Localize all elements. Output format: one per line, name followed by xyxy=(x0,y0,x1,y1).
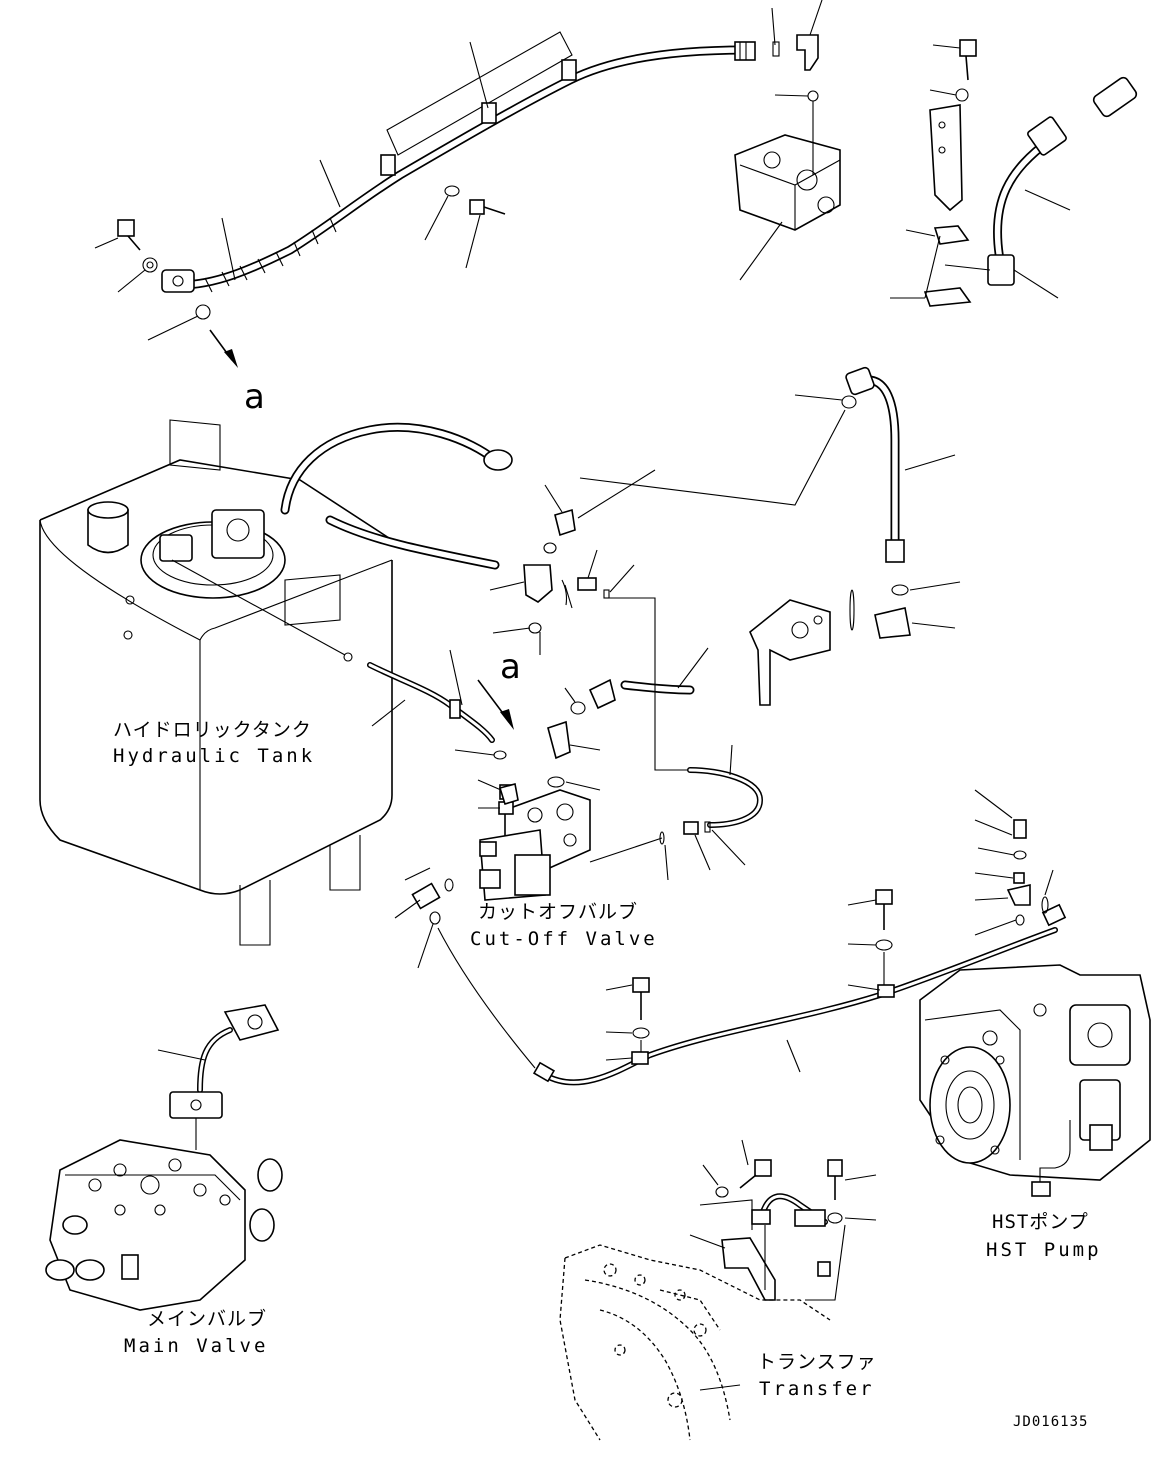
marker-a-top: a xyxy=(244,377,265,417)
port-plug-icon xyxy=(479,841,497,857)
clamp-icon xyxy=(933,225,970,245)
bracket-hose-top-right xyxy=(890,39,1138,307)
washer-icon xyxy=(444,185,460,197)
hose-end-fitting-icon xyxy=(734,41,756,61)
connector-icon xyxy=(1031,1181,1051,1197)
bolt-head-icon xyxy=(754,1159,772,1177)
o-ring-icon xyxy=(528,622,542,634)
elbow-fitting-icon xyxy=(523,564,553,603)
marker-a-middle: a xyxy=(500,647,521,687)
hydraulic-tank-label-en: Hydraulic Tank xyxy=(113,745,315,767)
o-ring-icon xyxy=(547,776,565,788)
o-ring-icon xyxy=(429,911,441,925)
o-ring-icon xyxy=(891,584,909,596)
sensor-icon xyxy=(1092,76,1138,118)
main-valve-label-en: Main Valve xyxy=(124,1335,268,1357)
hydraulic-tank-label-jp: ハイドロリックタンク xyxy=(113,719,312,741)
transfer-label-jp: トランスファ xyxy=(757,1351,877,1373)
adapter-fitting-icon xyxy=(1013,819,1027,839)
o-ring-icon xyxy=(1015,914,1025,926)
valve-block-top xyxy=(734,90,841,281)
o-ring-icon xyxy=(807,90,819,102)
elbow-fitting-icon xyxy=(1006,883,1031,906)
transfer: トランスファ Transfer xyxy=(559,1139,877,1441)
bolt-head-icon xyxy=(827,1159,843,1177)
hose-end-fitting-icon xyxy=(845,366,875,396)
bracket-icon xyxy=(721,1237,776,1301)
port-plug-icon xyxy=(121,1254,139,1280)
clamp-icon xyxy=(561,59,577,81)
adapter-fitting-icon xyxy=(683,821,699,835)
clamp-icon xyxy=(923,287,972,307)
cutoff-valve-assembly: a xyxy=(367,469,764,969)
cutoff-valve-label-en: Cut-Off Valve xyxy=(470,928,658,950)
main-valve: メインバルブ Main Valve xyxy=(45,1004,283,1357)
hose-end-fitting-icon xyxy=(532,1061,556,1083)
elbow-fitting-icon xyxy=(874,607,911,639)
bolt-head-icon xyxy=(959,39,977,57)
bolt-head-icon xyxy=(875,889,893,905)
washer-icon xyxy=(827,1212,843,1224)
plug-icon xyxy=(1013,872,1025,884)
connector-icon xyxy=(817,1261,831,1277)
elbow-fitting-icon xyxy=(796,34,819,71)
washer-icon xyxy=(715,1186,729,1198)
clamp-icon xyxy=(631,1051,649,1065)
clamp-icon xyxy=(481,102,497,124)
washer-icon xyxy=(875,939,893,951)
transfer-label-en: Transfer xyxy=(759,1378,875,1400)
washer-icon xyxy=(142,257,158,273)
sensor-fitting-icon xyxy=(794,1209,826,1227)
clamp-icon xyxy=(380,154,396,176)
right-vertical-hose xyxy=(579,366,961,706)
washer-icon xyxy=(632,1027,650,1039)
o-ring-icon xyxy=(195,304,211,320)
hose-flange-icon xyxy=(161,269,195,293)
mounting-bracket-icon xyxy=(749,599,831,706)
clamp-icon xyxy=(877,984,895,998)
sensor-fitting-icon xyxy=(751,1209,771,1225)
bleeder-icon xyxy=(411,882,441,910)
cutoff-valve-label-jp: カットオフバルブ xyxy=(478,900,638,923)
washer-icon xyxy=(955,88,969,102)
adapter-fitting-icon xyxy=(554,508,576,537)
hst-pump-label-jp: HSTポンプ xyxy=(992,1211,1089,1233)
solenoid-icon xyxy=(1089,1124,1113,1151)
o-ring-icon xyxy=(493,750,507,760)
adapter-fitting-icon xyxy=(498,783,519,805)
hose-end-fitting-icon xyxy=(885,539,905,563)
hydraulic-tank: ハイドロリックタンク Hydraulic Tank xyxy=(39,419,513,946)
o-ring-icon xyxy=(841,395,857,409)
o-ring-icon xyxy=(849,589,855,631)
port-plug-icon xyxy=(479,869,501,889)
o-ring-icon xyxy=(1013,850,1027,860)
hst-pump-label-en: HST Pump xyxy=(986,1239,1102,1261)
elbow-fitting-icon xyxy=(588,678,616,710)
o-ring-icon xyxy=(343,652,353,662)
o-ring-icon xyxy=(1041,896,1049,914)
o-ring-icon xyxy=(543,542,557,554)
o-ring-icon xyxy=(772,41,780,57)
main-valve-label-jp: メインバルブ xyxy=(147,1307,267,1330)
top-hose-assembly: a xyxy=(94,0,823,417)
plug-icon xyxy=(577,577,597,591)
elbow-fitting-icon xyxy=(547,720,571,760)
bolt-head-icon xyxy=(117,219,135,237)
bolt-head-icon xyxy=(469,199,485,215)
drawing-code: JD016135 xyxy=(1013,1414,1088,1430)
o-ring-icon xyxy=(570,701,586,715)
pump-pilot-hose xyxy=(437,789,1067,1086)
hst-pump: HSTポンプ HST Pump xyxy=(919,964,1151,1261)
hose-end-fitting-icon xyxy=(1041,903,1067,927)
bolt-head-icon xyxy=(632,977,650,993)
